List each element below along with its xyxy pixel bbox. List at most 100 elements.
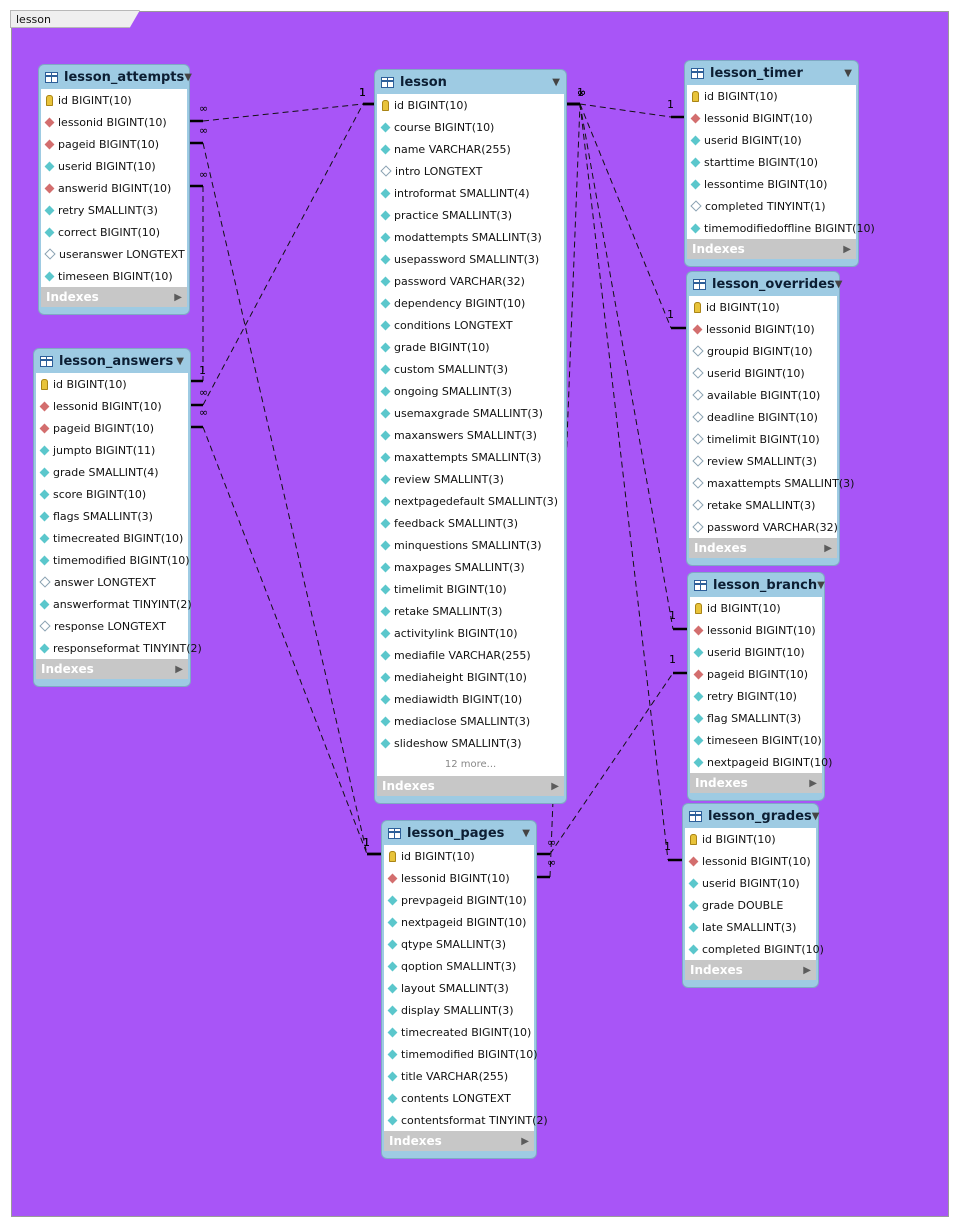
- collapse-caret-icon[interactable]: ▼: [552, 76, 560, 88]
- column-row[interactable]: usemaxgrade SMALLINT(3): [377, 402, 564, 424]
- column-row[interactable]: review SMALLINT(3): [377, 468, 564, 490]
- table-header[interactable]: lesson▼: [375, 70, 566, 94]
- column-row[interactable]: grade SMALLINT(4): [36, 461, 188, 483]
- column-row[interactable]: id BIGINT(10): [685, 828, 816, 850]
- column-row[interactable]: lessonid BIGINT(10): [685, 850, 816, 872]
- column-row[interactable]: dependency BIGINT(10): [377, 292, 564, 314]
- expand-arrow-icon[interactable]: ▶: [803, 964, 811, 976]
- column-row[interactable]: jumpto BIGINT(11): [36, 439, 188, 461]
- column-row[interactable]: answerformat TINYINT(2): [36, 593, 192, 615]
- column-row[interactable]: password VARCHAR(32): [377, 270, 564, 292]
- column-row[interactable]: ongoing SMALLINT(3): [377, 380, 564, 402]
- column-row[interactable]: responseformat TINYINT(2): [36, 637, 202, 659]
- indexes-section[interactable]: Indexes▶: [41, 287, 187, 307]
- column-row[interactable]: score BIGINT(10): [36, 483, 188, 505]
- indexes-section[interactable]: Indexes▶: [377, 776, 564, 796]
- column-row[interactable]: modattempts SMALLINT(3): [377, 226, 564, 248]
- diagram-tab[interactable]: lesson: [10, 10, 140, 28]
- column-row[interactable]: mediawidth BIGINT(10): [377, 688, 564, 710]
- column-row[interactable]: review SMALLINT(3): [689, 450, 837, 472]
- column-row[interactable]: custom SMALLINT(3): [377, 358, 564, 380]
- column-row[interactable]: userid BIGINT(10): [687, 129, 856, 151]
- column-row[interactable]: nextpagedefault SMALLINT(3): [377, 490, 564, 512]
- expand-arrow-icon[interactable]: ▶: [175, 663, 183, 675]
- column-row[interactable]: completed BIGINT(10): [685, 938, 824, 960]
- column-row[interactable]: flag SMALLINT(3): [690, 707, 822, 729]
- column-row[interactable]: retry BIGINT(10): [690, 685, 822, 707]
- table-lesson-grades[interactable]: lesson_grades▼id BIGINT(10)lessonid BIGI…: [683, 804, 824, 987]
- table-lesson[interactable]: lesson▼id BIGINT(10)course BIGINT(10)nam…: [375, 70, 566, 803]
- column-row[interactable]: useranswer LONGTEXT: [41, 243, 187, 265]
- collapse-caret-icon[interactable]: ▼: [184, 71, 192, 83]
- column-row[interactable]: lessonid BIGINT(10): [36, 395, 188, 417]
- column-row[interactable]: response LONGTEXT: [36, 615, 188, 637]
- column-row[interactable]: lessonid BIGINT(10): [690, 619, 822, 641]
- column-row[interactable]: timecreated BIGINT(10): [36, 527, 188, 549]
- column-row[interactable]: answerid BIGINT(10): [41, 177, 187, 199]
- column-row[interactable]: maxanswers SMALLINT(3): [377, 424, 564, 446]
- column-row[interactable]: course BIGINT(10): [377, 116, 564, 138]
- column-row[interactable]: pageid BIGINT(10): [41, 133, 187, 155]
- column-row[interactable]: qoption SMALLINT(3): [384, 955, 534, 977]
- expand-arrow-icon[interactable]: ▶: [824, 542, 832, 554]
- expand-arrow-icon[interactable]: ▶: [521, 1135, 529, 1147]
- column-row[interactable]: timelimit BIGINT(10): [377, 578, 564, 600]
- table-lesson-attempts[interactable]: lesson_attempts▼id BIGINT(10)lessonid BI…: [39, 65, 192, 314]
- column-row[interactable]: password VARCHAR(32): [689, 516, 838, 538]
- indexes-section[interactable]: Indexes▶: [690, 773, 822, 793]
- column-row[interactable]: available BIGINT(10): [689, 384, 837, 406]
- column-row[interactable]: prevpageid BIGINT(10): [384, 889, 534, 911]
- column-row[interactable]: late SMALLINT(3): [685, 916, 816, 938]
- column-row[interactable]: userid BIGINT(10): [685, 872, 816, 894]
- indexes-section[interactable]: Indexes▶: [689, 538, 837, 558]
- collapse-caret-icon[interactable]: ▼: [811, 810, 820, 822]
- column-row[interactable]: timecreated BIGINT(10): [384, 1021, 534, 1043]
- column-row[interactable]: usepassword SMALLINT(3): [377, 248, 564, 270]
- column-row[interactable]: minquestions SMALLINT(3): [377, 534, 564, 556]
- column-row[interactable]: userid BIGINT(10): [690, 641, 822, 663]
- column-row[interactable]: timelimit BIGINT(10): [689, 428, 837, 450]
- column-row[interactable]: nextpageid BIGINT(10): [384, 911, 534, 933]
- collapse-caret-icon[interactable]: ▼: [176, 355, 184, 367]
- column-row[interactable]: deadline BIGINT(10): [689, 406, 837, 428]
- table-lesson-overrides[interactable]: lesson_overrides▼id BIGINT(10)lessonid B…: [687, 272, 854, 565]
- column-row[interactable]: contents LONGTEXT: [384, 1087, 534, 1109]
- column-row[interactable]: timeseen BIGINT(10): [41, 265, 187, 287]
- column-row[interactable]: layout SMALLINT(3): [384, 977, 534, 999]
- table-header[interactable]: lesson_attempts▼: [39, 65, 192, 89]
- indexes-section[interactable]: Indexes▶: [36, 659, 188, 679]
- column-row[interactable]: id BIGINT(10): [41, 89, 187, 111]
- indexes-section[interactable]: Indexes▶: [687, 239, 856, 259]
- table-header[interactable]: lesson_branch▼: [688, 573, 825, 597]
- column-row[interactable]: mediaclose SMALLINT(3): [377, 710, 564, 732]
- column-row[interactable]: id BIGINT(10): [384, 845, 534, 867]
- column-row[interactable]: id BIGINT(10): [36, 373, 188, 395]
- column-row[interactable]: id BIGINT(10): [690, 597, 822, 619]
- column-row[interactable]: lessontime BIGINT(10): [687, 173, 856, 195]
- table-lesson-branch[interactable]: lesson_branch▼id BIGINT(10)lessonid BIGI…: [688, 573, 832, 800]
- collapse-caret-icon[interactable]: ▼: [522, 827, 530, 839]
- column-row[interactable]: mediaheight BIGINT(10): [377, 666, 564, 688]
- more-columns-link[interactable]: 12 more...: [444, 759, 497, 770]
- table-header[interactable]: lesson_answers▼: [34, 349, 190, 373]
- table-header[interactable]: lesson_timer▼: [685, 61, 858, 85]
- expand-arrow-icon[interactable]: ▶: [551, 780, 559, 792]
- column-row[interactable]: flags SMALLINT(3): [36, 505, 188, 527]
- collapse-caret-icon[interactable]: ▼: [834, 278, 843, 290]
- table-lesson-answers[interactable]: lesson_answers▼id BIGINT(10)lessonid BIG…: [34, 349, 202, 686]
- column-row[interactable]: lessonid BIGINT(10): [41, 111, 187, 133]
- column-row[interactable]: grade BIGINT(10): [377, 336, 564, 358]
- column-row[interactable]: maxattempts SMALLINT(3): [377, 446, 564, 468]
- column-row[interactable]: pageid BIGINT(10): [690, 663, 822, 685]
- indexes-section[interactable]: Indexes▶: [384, 1131, 534, 1151]
- column-row[interactable]: title VARCHAR(255): [384, 1065, 534, 1087]
- column-row[interactable]: introformat SMALLINT(4): [377, 182, 564, 204]
- column-row[interactable]: maxpages SMALLINT(3): [377, 556, 564, 578]
- column-row[interactable]: timemodifiedoffline BIGINT(10): [687, 217, 875, 239]
- column-row[interactable]: mediafile VARCHAR(255): [377, 644, 564, 666]
- column-row[interactable]: slideshow SMALLINT(3): [377, 732, 564, 754]
- column-row[interactable]: name VARCHAR(255): [377, 138, 564, 160]
- column-row[interactable]: timemodified BIGINT(10): [36, 549, 190, 571]
- column-row[interactable]: groupid BIGINT(10): [689, 340, 837, 362]
- column-row[interactable]: userid BIGINT(10): [41, 155, 187, 177]
